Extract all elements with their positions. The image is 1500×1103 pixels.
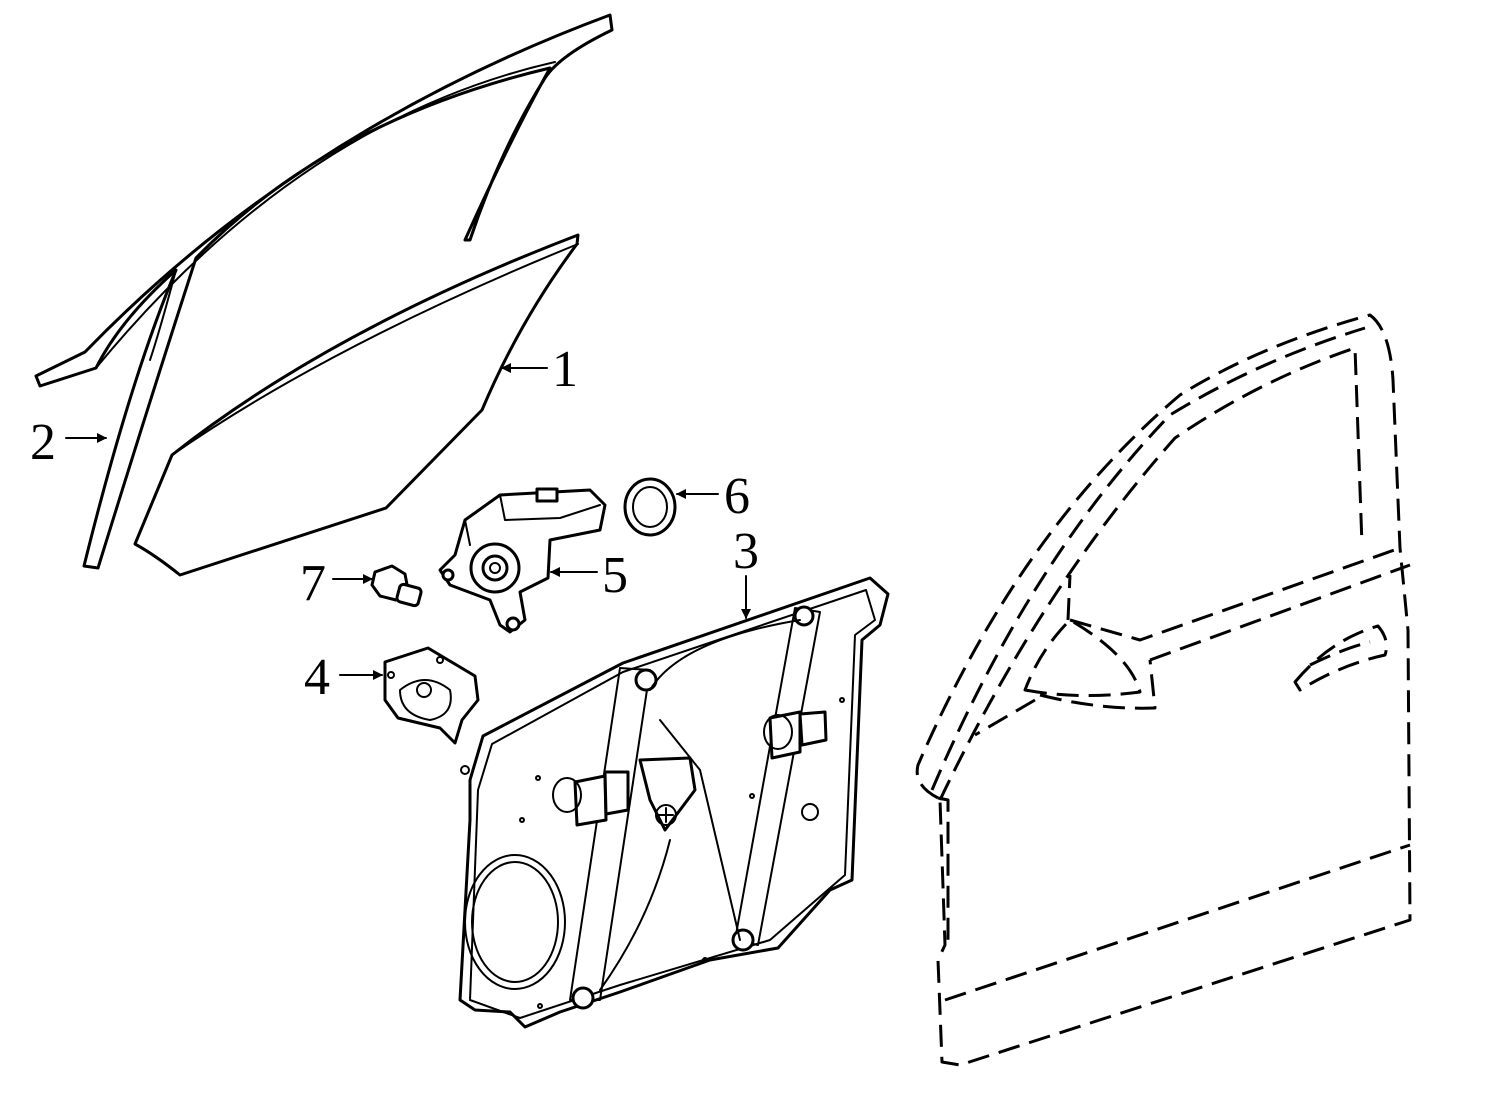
callout-7: 7 <box>300 555 326 612</box>
regulator-motor-part <box>438 487 607 634</box>
callout-6: 6 <box>724 468 750 525</box>
callout-labels: 1 2 3 4 5 6 7 <box>30 341 759 706</box>
window-channel-part <box>34 13 614 570</box>
bolt-part <box>370 564 423 608</box>
callout-2: 2 <box>30 414 56 471</box>
callout-5: 5 <box>602 547 628 604</box>
bracket-part <box>383 646 480 745</box>
door-shell-outline <box>915 313 1412 1067</box>
callout-1: 1 <box>552 341 578 398</box>
door-module-part <box>458 576 890 1029</box>
callout-3: 3 <box>733 523 759 580</box>
leader-lines <box>65 363 751 680</box>
window-glass-part <box>133 233 580 577</box>
grommet-part <box>623 477 677 537</box>
callout-4: 4 <box>304 649 330 706</box>
